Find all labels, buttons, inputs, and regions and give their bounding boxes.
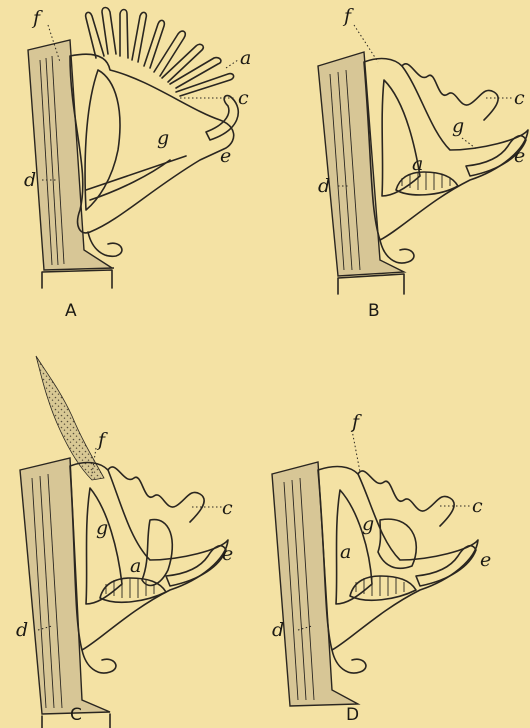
panel-c <box>20 356 228 728</box>
label-d-a: a <box>340 541 351 563</box>
label-a-e: e <box>220 145 231 167</box>
label-d-f: f <box>350 411 362 433</box>
label-a-c: c <box>238 87 249 109</box>
panel-d <box>272 462 478 706</box>
label-c-f: f <box>96 429 108 451</box>
label-b-a: a <box>412 153 423 175</box>
caption-b: B <box>368 301 380 321</box>
label-d-g: g <box>362 513 374 535</box>
label-a-a: a <box>240 47 251 69</box>
label-a-g: g <box>157 127 169 149</box>
label-a-d: d <box>24 169 36 191</box>
wavy-wall-c <box>108 467 204 522</box>
label-d-c: c <box>472 495 483 517</box>
label-c-e: e <box>222 543 233 565</box>
zooid-body-c <box>70 463 228 650</box>
polypide-c <box>100 578 166 602</box>
label-c-a: a <box>130 555 141 577</box>
label-b-e: e <box>514 145 525 167</box>
label-d-e: e <box>480 549 491 571</box>
leader-lines <box>38 25 512 630</box>
caption-c: C <box>70 705 82 725</box>
label-b-c: c <box>514 87 525 109</box>
label-a-f: f <box>31 7 43 29</box>
operculum-c <box>166 546 226 586</box>
label-c-d: d <box>16 619 28 641</box>
label-d-d: d <box>272 619 284 641</box>
polypide-d <box>350 576 416 600</box>
caption-a: A <box>65 301 77 321</box>
caption-d: D <box>346 705 359 725</box>
label-b-d: d <box>318 175 330 197</box>
label-c-g: g <box>96 517 108 539</box>
label-c-c: c <box>222 497 233 519</box>
base-stub-b <box>338 274 404 294</box>
base-stub-a <box>42 270 112 288</box>
panel-a <box>28 8 238 289</box>
label-b-g: g <box>452 115 464 137</box>
label-b-f: f <box>342 5 354 27</box>
operculum-d <box>416 546 476 586</box>
tentacle-crown-a <box>86 8 234 97</box>
